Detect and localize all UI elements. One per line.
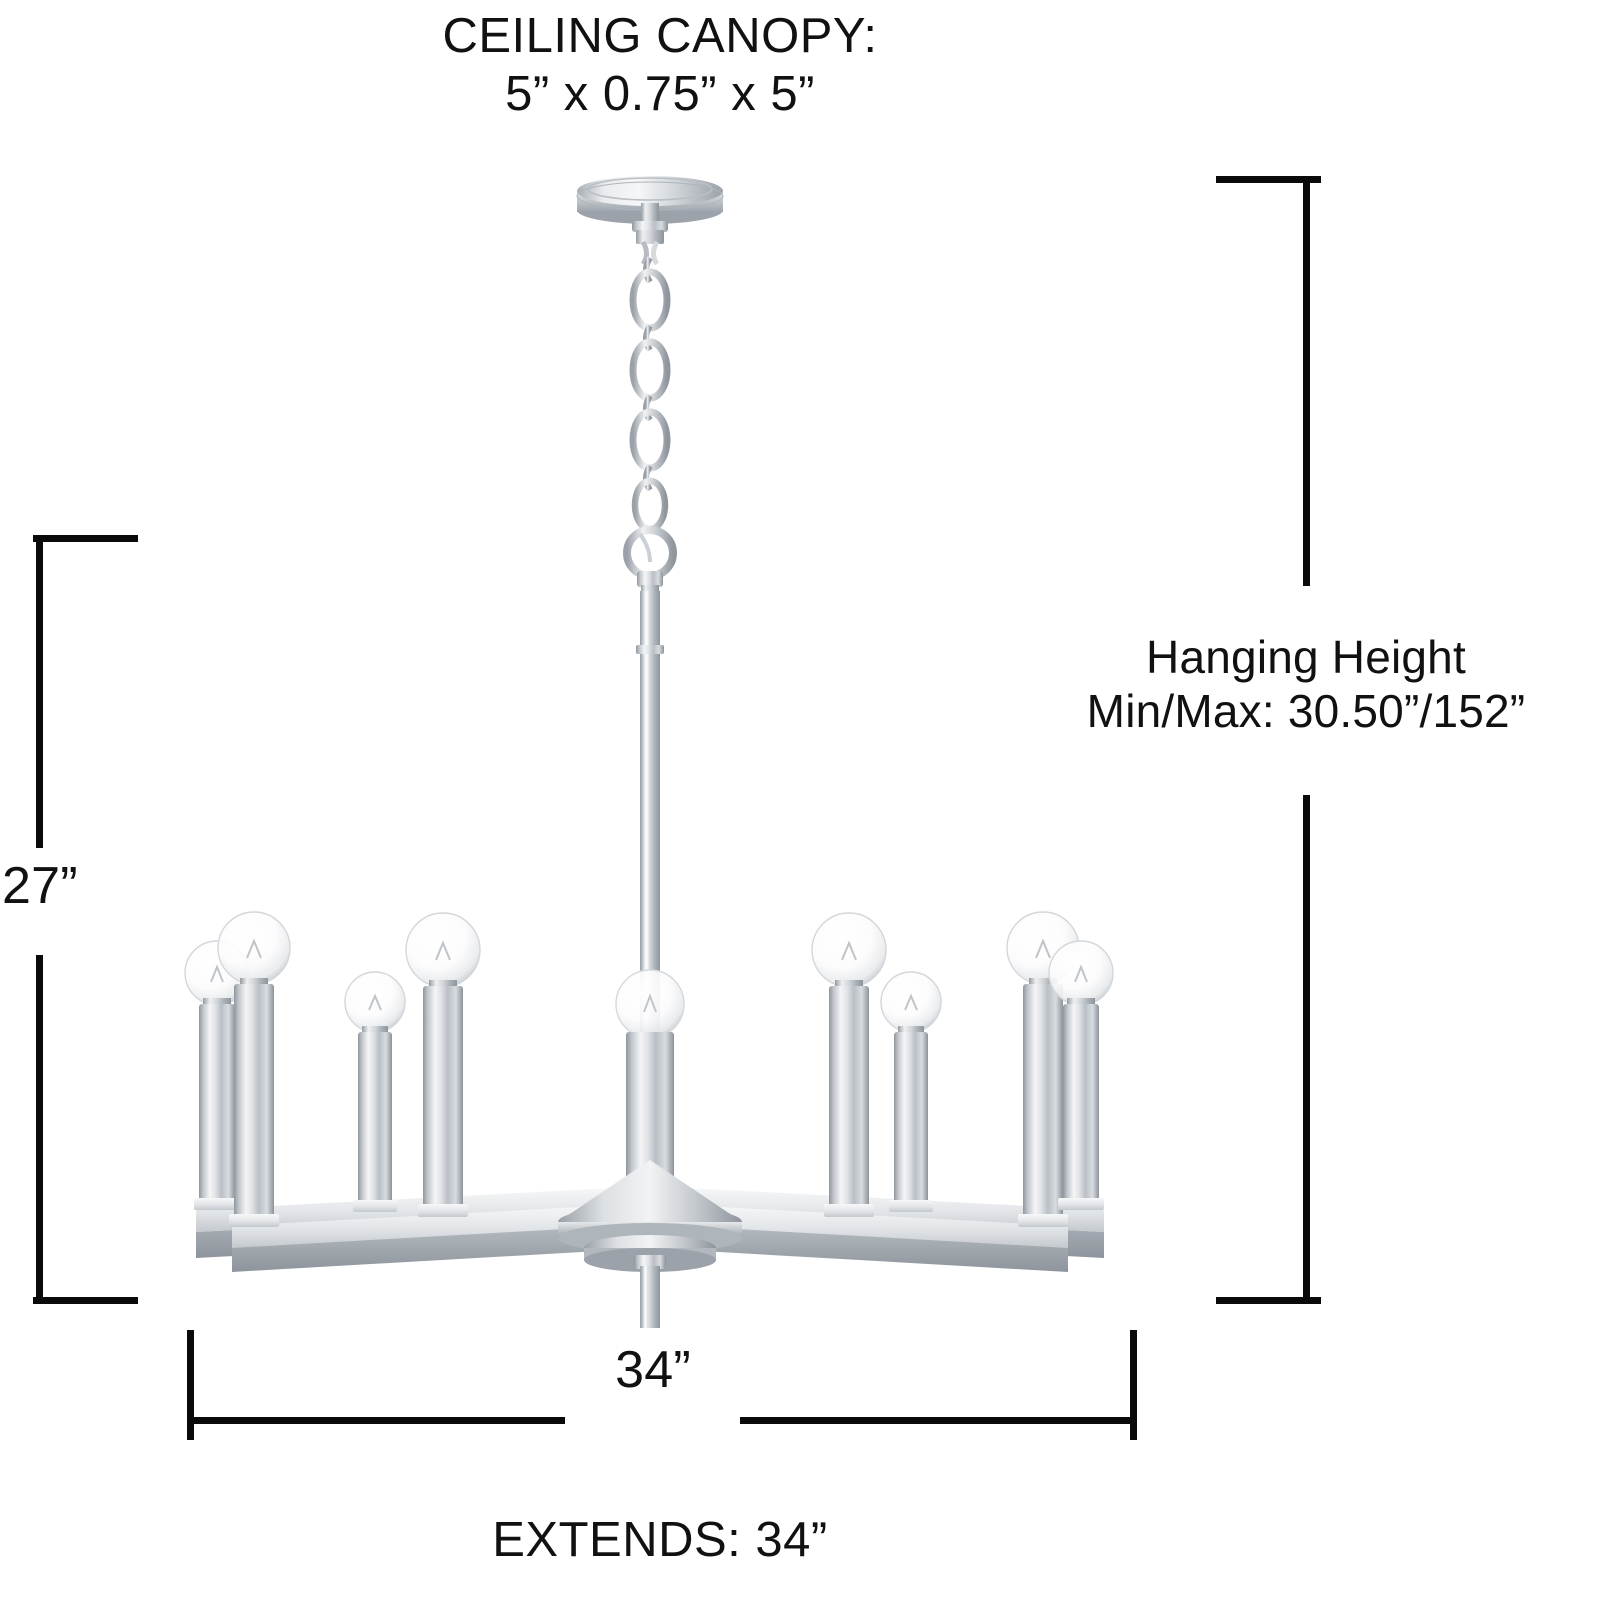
candle-left-4 — [405, 912, 481, 1217]
extends-label: EXTENDS: 34” — [492, 1513, 828, 1567]
candle-rear-center — [615, 969, 685, 1202]
height-dimension-value: 27” — [2, 857, 78, 915]
center-hub — [558, 1160, 742, 1328]
hanging-height-bottom-tick — [1216, 1297, 1321, 1304]
width-dimension-right-extension — [1130, 1330, 1137, 1440]
candle-left-3 — [344, 971, 406, 1212]
candle-right-4 — [1048, 940, 1114, 1210]
height-dimension-line-upper — [36, 535, 43, 848]
height-dimension-line-lower — [36, 955, 43, 1303]
width-dimension-line-left — [187, 1417, 565, 1424]
hanging-height-line-lower — [1303, 795, 1310, 1303]
chain — [629, 256, 671, 533]
ceiling-canopy-label: CEILING CANOPY: 5” x 0.75” x 5” — [442, 9, 878, 121]
width-dimension-value: 34” — [615, 1341, 691, 1399]
canopy-stem — [632, 203, 668, 266]
hanging-height-line-upper — [1303, 176, 1310, 586]
hanging-height-top-tick — [1216, 176, 1321, 183]
height-dimension-top-tick — [33, 535, 138, 542]
candle-left-1 — [184, 940, 250, 1210]
candle-right-2 — [880, 971, 942, 1212]
hanging-loop — [623, 526, 677, 593]
arms — [196, 1188, 1104, 1272]
width-dimension-line-right — [740, 1417, 1137, 1424]
candle-left-2 — [217, 911, 291, 1227]
candle-right-1 — [811, 912, 887, 1217]
hanging-height-label: Hanging Height Min/Max: 30.50”/152” — [1086, 631, 1526, 738]
height-dimension-bottom-tick — [33, 1297, 138, 1304]
width-dimension-left-extension — [187, 1330, 194, 1440]
